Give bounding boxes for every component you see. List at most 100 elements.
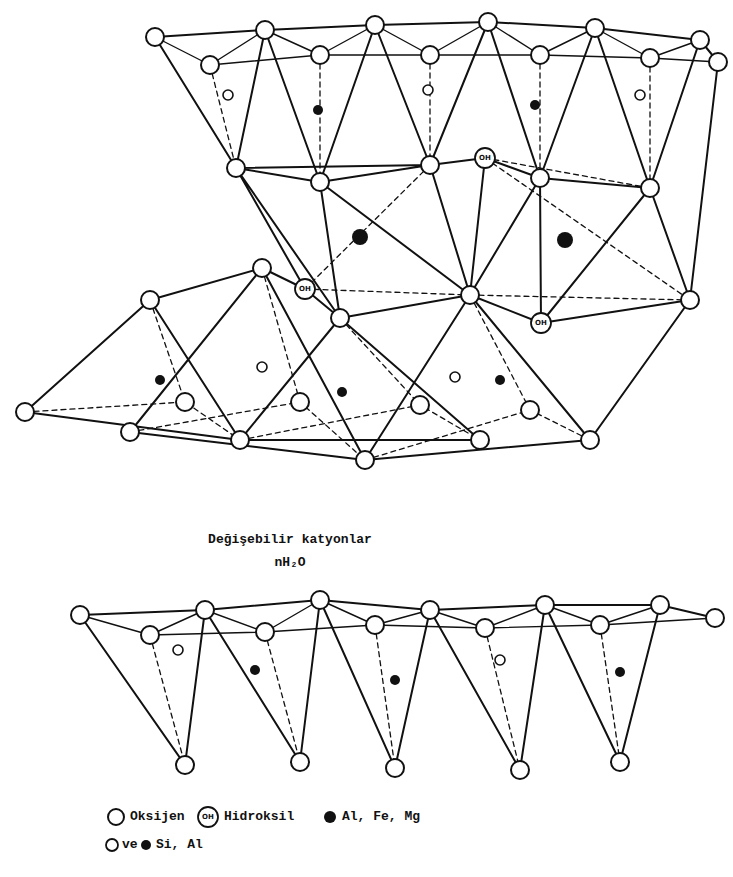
oxygen-atom [227,159,245,177]
oxygen-atom [256,623,274,641]
oxygen-atom [331,309,349,327]
oxygen-atom [586,19,604,37]
oxygen-atom [141,291,159,309]
legend-label: Si, Al [156,838,203,852]
oxygen-atom [291,753,309,771]
clay-structure [25,22,718,770]
oxygen-atom [253,259,271,277]
legend-symbols [106,807,336,851]
oxygen-atom [591,616,609,634]
bottom-tetrahedral-sheet [150,625,620,770]
legend-symbols [324,811,336,823]
oxygen-atom [356,451,374,469]
oxygen-atom [291,393,309,411]
legend-symbols [106,839,118,851]
lower-tetrahedral-sheet [25,268,690,460]
bottom-tetrahedral-sheet [80,600,715,770]
tetrahedral-si-open [173,645,183,655]
oxygen-atom [71,606,89,624]
hydroxyl-atom [475,148,495,168]
oxygen-atom [476,619,494,637]
octahedral-sheet [236,62,718,323]
hydroxyl-label: OH [299,286,311,293]
tetrahedral-si-filled [155,100,625,685]
oxygen-atom [366,16,384,34]
oxygen-atom [141,626,159,644]
octahedral-cation [352,229,368,245]
oxygen-atom [691,31,709,49]
oxygen-atom [709,53,727,71]
legend-symbols [141,840,151,850]
oxygen-atom [411,396,429,414]
oxygen-atom [511,761,529,779]
oxygen-atom [521,401,539,419]
upper-tetrahedral-sheet [155,22,718,65]
tetrahedral-si-filled [495,375,505,385]
hydroxyl-atom [295,279,315,299]
tetrahedral-si-filled [337,387,347,397]
oxygen-atom [16,403,34,421]
hydroxyl-label: OH [202,814,214,821]
oxygen-atom [641,179,659,197]
oxygen-atom [611,753,629,771]
tetrahedral-si-open [423,85,433,95]
lower-tetrahedral-sheet [25,268,690,460]
oxygen-atom [386,759,404,777]
interlayer-label: Değişebilir katyonlar [208,533,372,547]
oxygen-atom [421,601,439,619]
tetrahedral-si-filled [155,375,165,385]
tetrahedral-si-filled [250,665,260,675]
oxygen-atom [16,13,727,779]
oxygen-atom [196,601,214,619]
tetrahedral-si-filled [313,105,323,115]
interlayer-water: nH₂O [274,556,305,570]
oxygen-atom [256,21,274,39]
oxygen-atom [651,596,669,614]
octahedral-cation [352,229,573,248]
upper-tetrahedral-sheet [155,22,718,188]
legend-label: Oksijen [130,810,185,824]
tetrahedral-si-filled [530,100,540,110]
hydroxyl-label: OH [479,155,491,162]
bottom-tetrahedral-sheet [80,600,715,770]
tetrahedral-si-open [450,372,460,382]
octahedral-sheet [236,62,718,323]
tetrahedral-si-filled [615,667,625,677]
oxygen-atom [471,431,489,449]
oxygen-atom [461,286,479,304]
hydroxyl-label: OH [535,320,547,327]
oxygen-atom [706,609,724,627]
oxygen-atom [581,431,599,449]
legend-connector-word: ve [122,838,138,852]
oxygen-atom [681,291,699,309]
tetrahedral-si-open [495,655,505,665]
oxygen-atom [421,46,439,64]
tetrahedral-si-open [173,85,645,665]
tetrahedral-si-open [223,90,233,100]
octahedral-sheet [305,158,690,300]
tetrahedral-si-filled [390,675,400,685]
lower-tetrahedral-sheet [25,268,590,460]
oxygen-atom [531,46,549,64]
oxygen-atom [121,423,139,441]
bottom-tetrahedral-sheet [80,600,715,635]
octahedral-cation [557,232,573,248]
oxygen-atom [479,13,497,31]
oxygen-atom [311,173,329,191]
oxygen-atom [311,46,329,64]
oxygen-atom [421,156,439,174]
oxygen-atom [311,591,329,609]
oxygen-atom [641,49,659,67]
oxygen-atom [176,393,194,411]
hydroxyl-atom [295,148,551,333]
legend-label: Al, Fe, Mg [342,810,420,824]
upper-tetrahedral-sheet [155,22,718,188]
oxygen-atom [531,169,549,187]
oxygen-atom [176,756,194,774]
legend-symbols [198,807,218,827]
oxygen-atom [201,56,219,74]
tetrahedral-si-open [257,362,267,372]
